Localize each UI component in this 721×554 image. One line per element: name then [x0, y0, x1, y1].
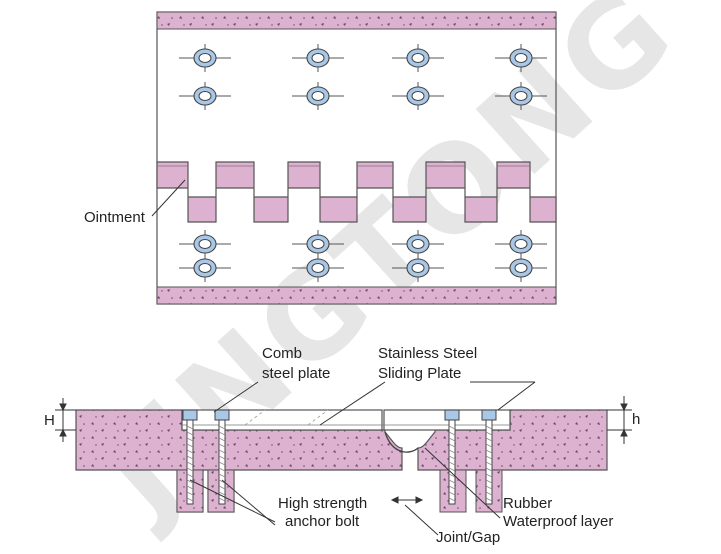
bolt-icon [495, 44, 547, 72]
dim-h-label: h [632, 411, 640, 428]
ointment-leader [151, 179, 186, 217]
bolt-icon [392, 230, 444, 258]
anchor-label-1: High strength [278, 495, 367, 512]
stainless-label-2: Sliding Plate [378, 365, 461, 382]
section-view: H h Joint/Gap Comb steel plate Stainless… [44, 345, 640, 546]
bolt-icon [392, 44, 444, 72]
rubber-label-2: Waterproof layer [503, 513, 613, 530]
bolt-icon [179, 82, 231, 110]
bolt-icon [179, 230, 231, 258]
plan-bottom-concrete [156, 286, 557, 305]
comb-label-1: Comb [262, 345, 302, 362]
rubber-label-1: Rubber [503, 495, 552, 512]
bolt-icon [179, 44, 231, 72]
anchor-bolt [214, 409, 230, 505]
anchor-label-2: anchor bolt [285, 513, 360, 530]
dim-H [55, 398, 76, 442]
bolt-icon [392, 82, 444, 110]
joint-gap-label: Joint/Gap [436, 529, 500, 546]
rubber-waterproof-layer [384, 431, 419, 453]
bolt-icon [292, 82, 344, 110]
left-comb-plate [181, 409, 383, 431]
bolt-icon [292, 44, 344, 72]
bolt-icon [495, 230, 547, 258]
plate-dash-lines [244, 409, 329, 426]
anchor-leader-1 [189, 479, 276, 523]
anchor-bolt [481, 409, 497, 505]
bolt-icon [392, 254, 444, 282]
stainless-leader [319, 381, 386, 426]
bolt-icon [495, 82, 547, 110]
bolt-icon [292, 254, 344, 282]
dim-h [607, 396, 632, 444]
bolt-icon [179, 254, 231, 282]
stainless-leader-3 [497, 381, 536, 411]
comb-leader [213, 381, 259, 413]
plan-view: Ointment [84, 11, 557, 305]
plan-bolt-group [179, 44, 547, 282]
comb-label-2: steel plate [262, 365, 330, 382]
dim-H-label: H [44, 412, 55, 429]
dim-joint [390, 496, 439, 536]
bolt-icon [495, 254, 547, 282]
ointment-label: Ointment [84, 209, 146, 226]
anchor-leader-2 [221, 479, 276, 526]
right-concrete-slab [417, 409, 608, 471]
comb-teeth-band [156, 161, 557, 223]
section-anchor-bolts [182, 409, 497, 505]
stainless-label-1: Stainless Steel [378, 345, 477, 362]
anchor-bolt [444, 409, 460, 505]
plan-top-concrete [156, 11, 557, 30]
bolt-icon [292, 230, 344, 258]
anchor-bolt [182, 409, 198, 505]
rubber-leader [424, 447, 501, 519]
